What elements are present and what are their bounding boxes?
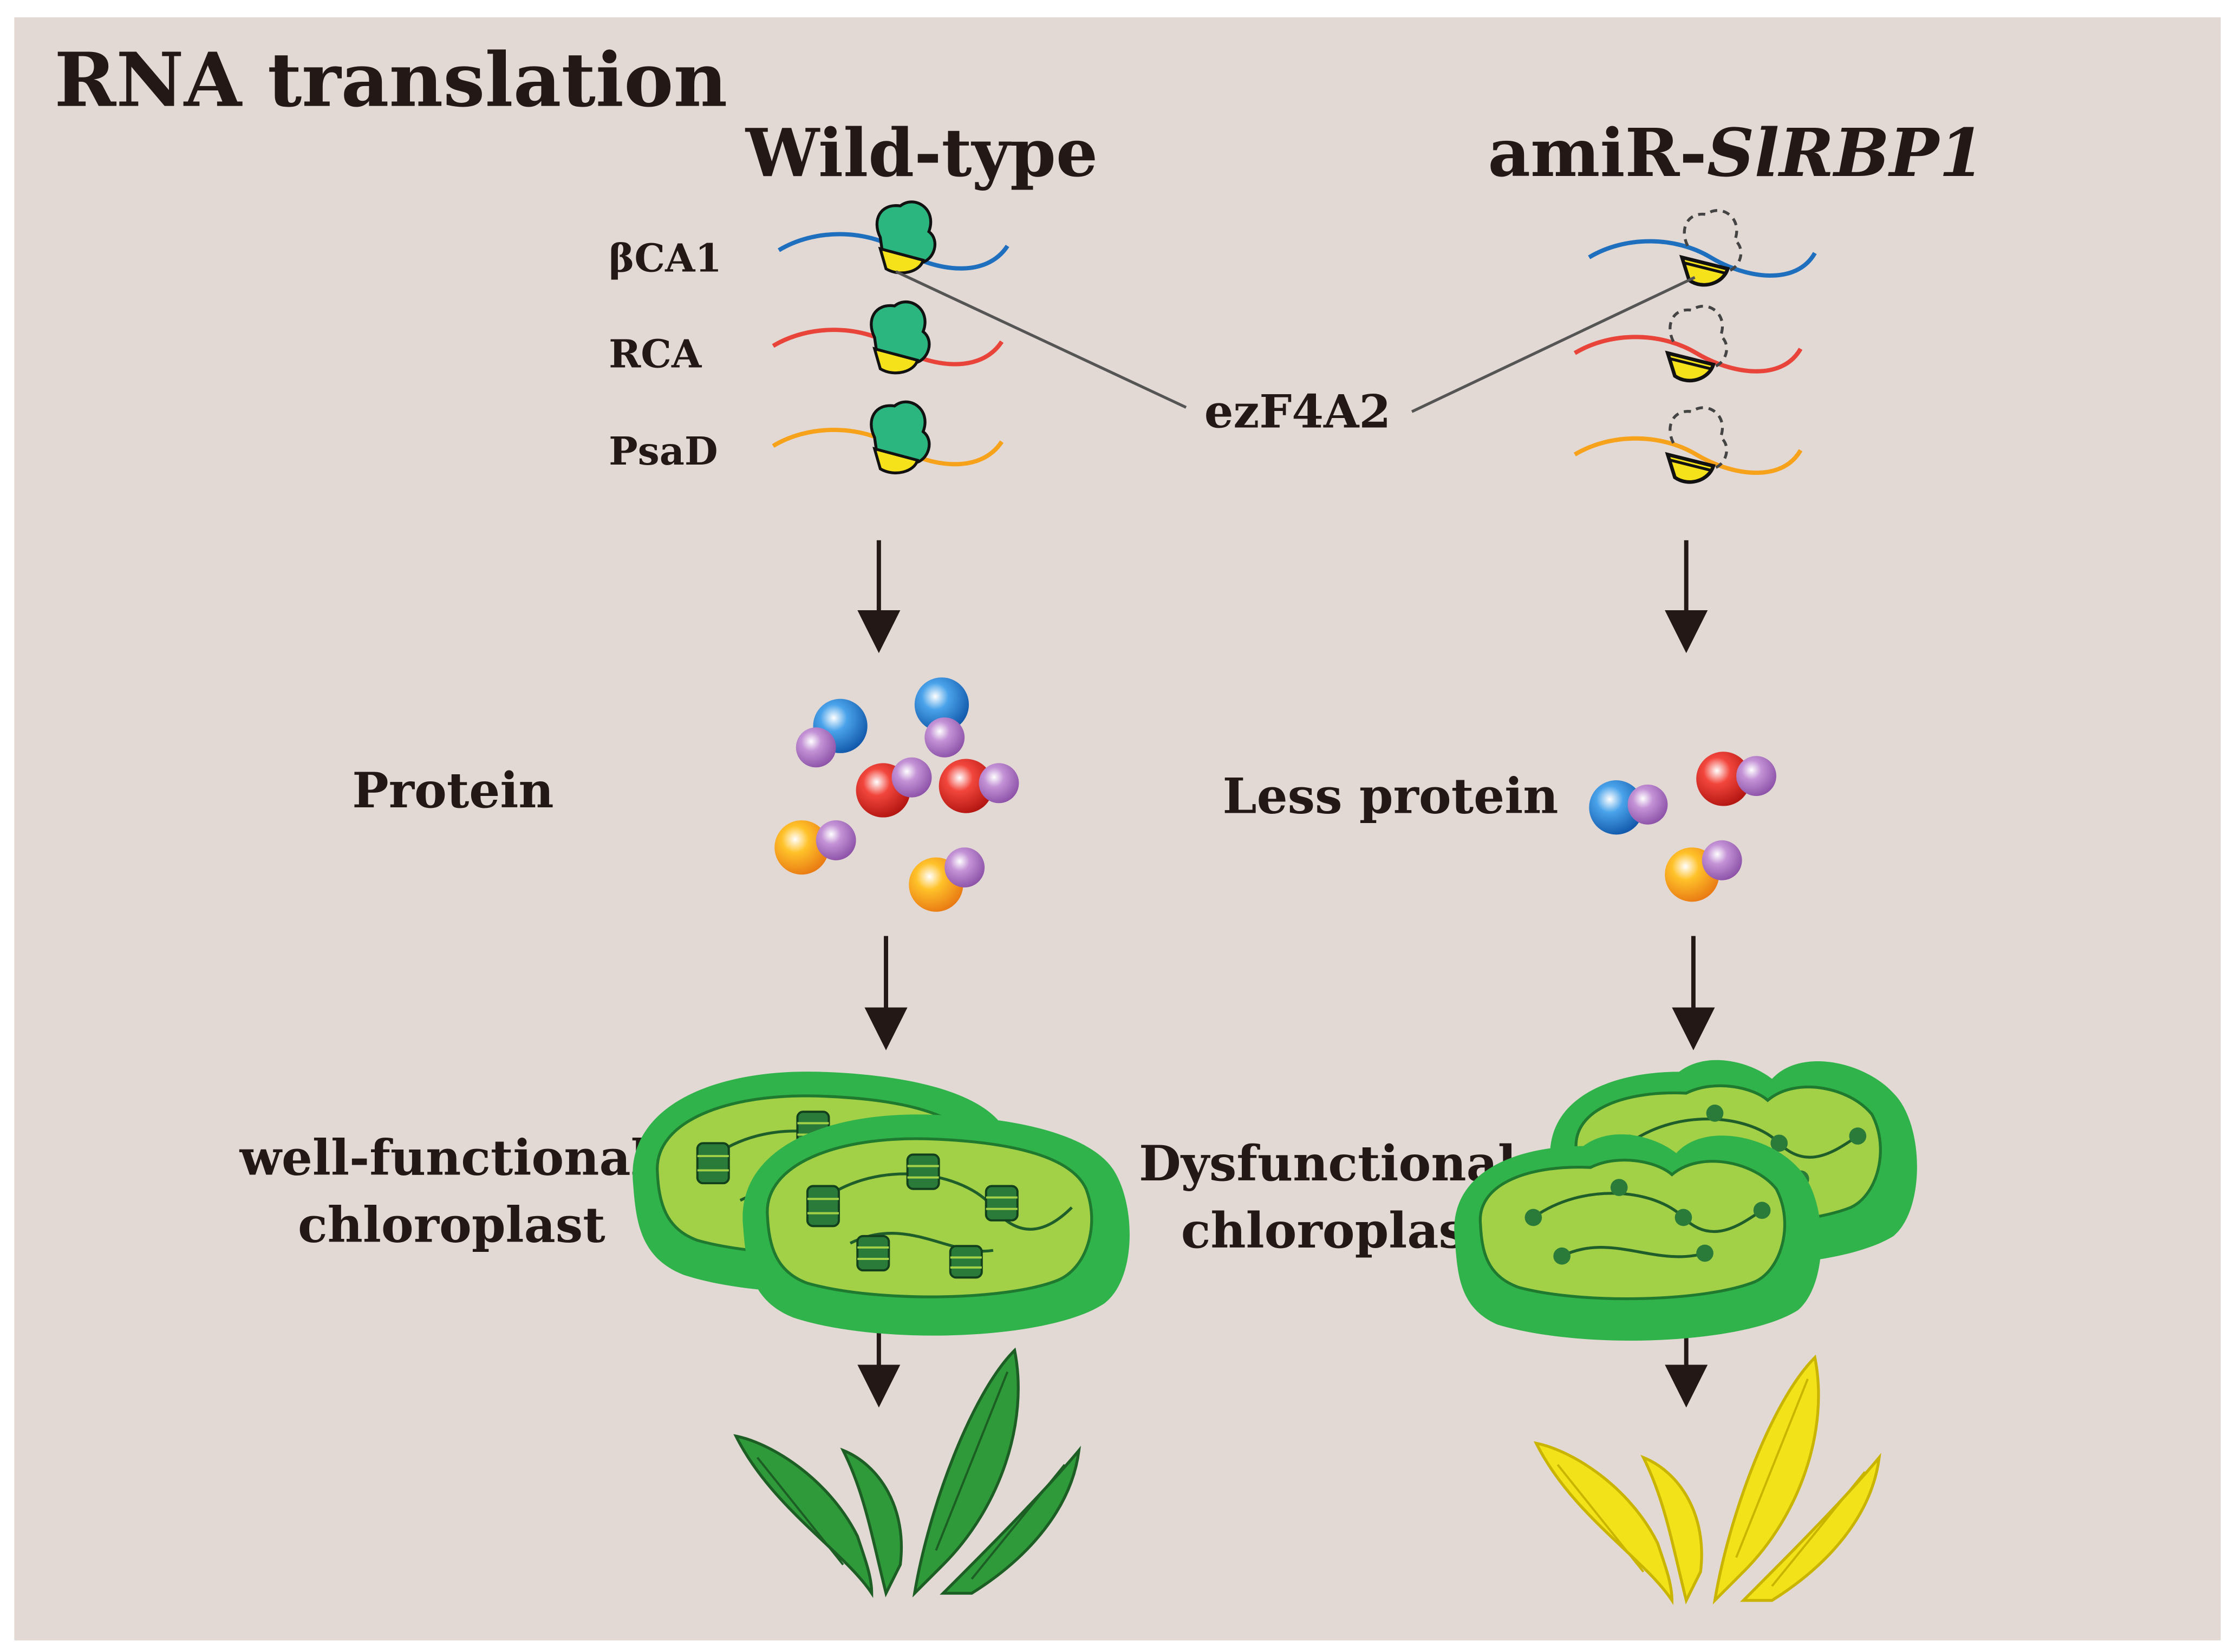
ribosome-psad [871, 402, 929, 473]
healthy-chloroplast-label-line2: chloroplast [298, 1197, 605, 1253]
ezf4a2-label: ezF4A2 [1204, 384, 1391, 438]
protein-molecule [1696, 752, 1776, 806]
wild-type-mrnas [772, 202, 1009, 473]
protein-molecule [774, 820, 856, 875]
dysfunctional-chloroplast-label-line2: chloroplast [1181, 1203, 1489, 1259]
protein-molecule [796, 698, 868, 768]
gene-label-rca: RCA [609, 331, 702, 376]
ribosome-rca [871, 302, 929, 373]
background-panel [14, 17, 2221, 1641]
diagram-title: RNA translation [54, 37, 727, 124]
protein-molecule [939, 759, 1019, 813]
protein-molecule [909, 847, 985, 912]
healthy-chloroplast-label-line1: well-functional [239, 1129, 649, 1186]
chloroplast-healthy-front [742, 1114, 1130, 1335]
mrna-psad-mutant [1573, 436, 1803, 475]
protein-molecule [856, 757, 932, 818]
mrna-bca1-mutant [1588, 239, 1817, 278]
mrna-rca-mutant [1573, 335, 1803, 374]
gene-label-psad: PsaD [609, 428, 718, 474]
less-protein-label: Less protein [1223, 768, 1559, 825]
protein-molecule [914, 677, 969, 758]
ezf4a2-pointer-right [1411, 276, 1696, 413]
ribosome-bca1 [877, 202, 935, 273]
ezf4a2-pointer-left [895, 270, 1187, 409]
wild-type-heading: Wild-type [745, 114, 1098, 192]
mutant-proteins [1589, 752, 1776, 902]
mutant-mrnas [1573, 211, 1817, 482]
chloroplast-dysfunctional-front [1454, 1134, 1821, 1341]
protein-molecule [1665, 840, 1742, 902]
wild-type-proteins [774, 677, 1019, 912]
protein-molecule [1589, 780, 1668, 835]
protein-label: Protein [352, 762, 553, 819]
dysfunctional-chloroplast-label-line1: Dysfunctional [1139, 1135, 1516, 1192]
mutant-heading: amiR-SlRBP1 [1488, 114, 1984, 192]
gene-label-bca1: βCA1 [609, 236, 722, 281]
